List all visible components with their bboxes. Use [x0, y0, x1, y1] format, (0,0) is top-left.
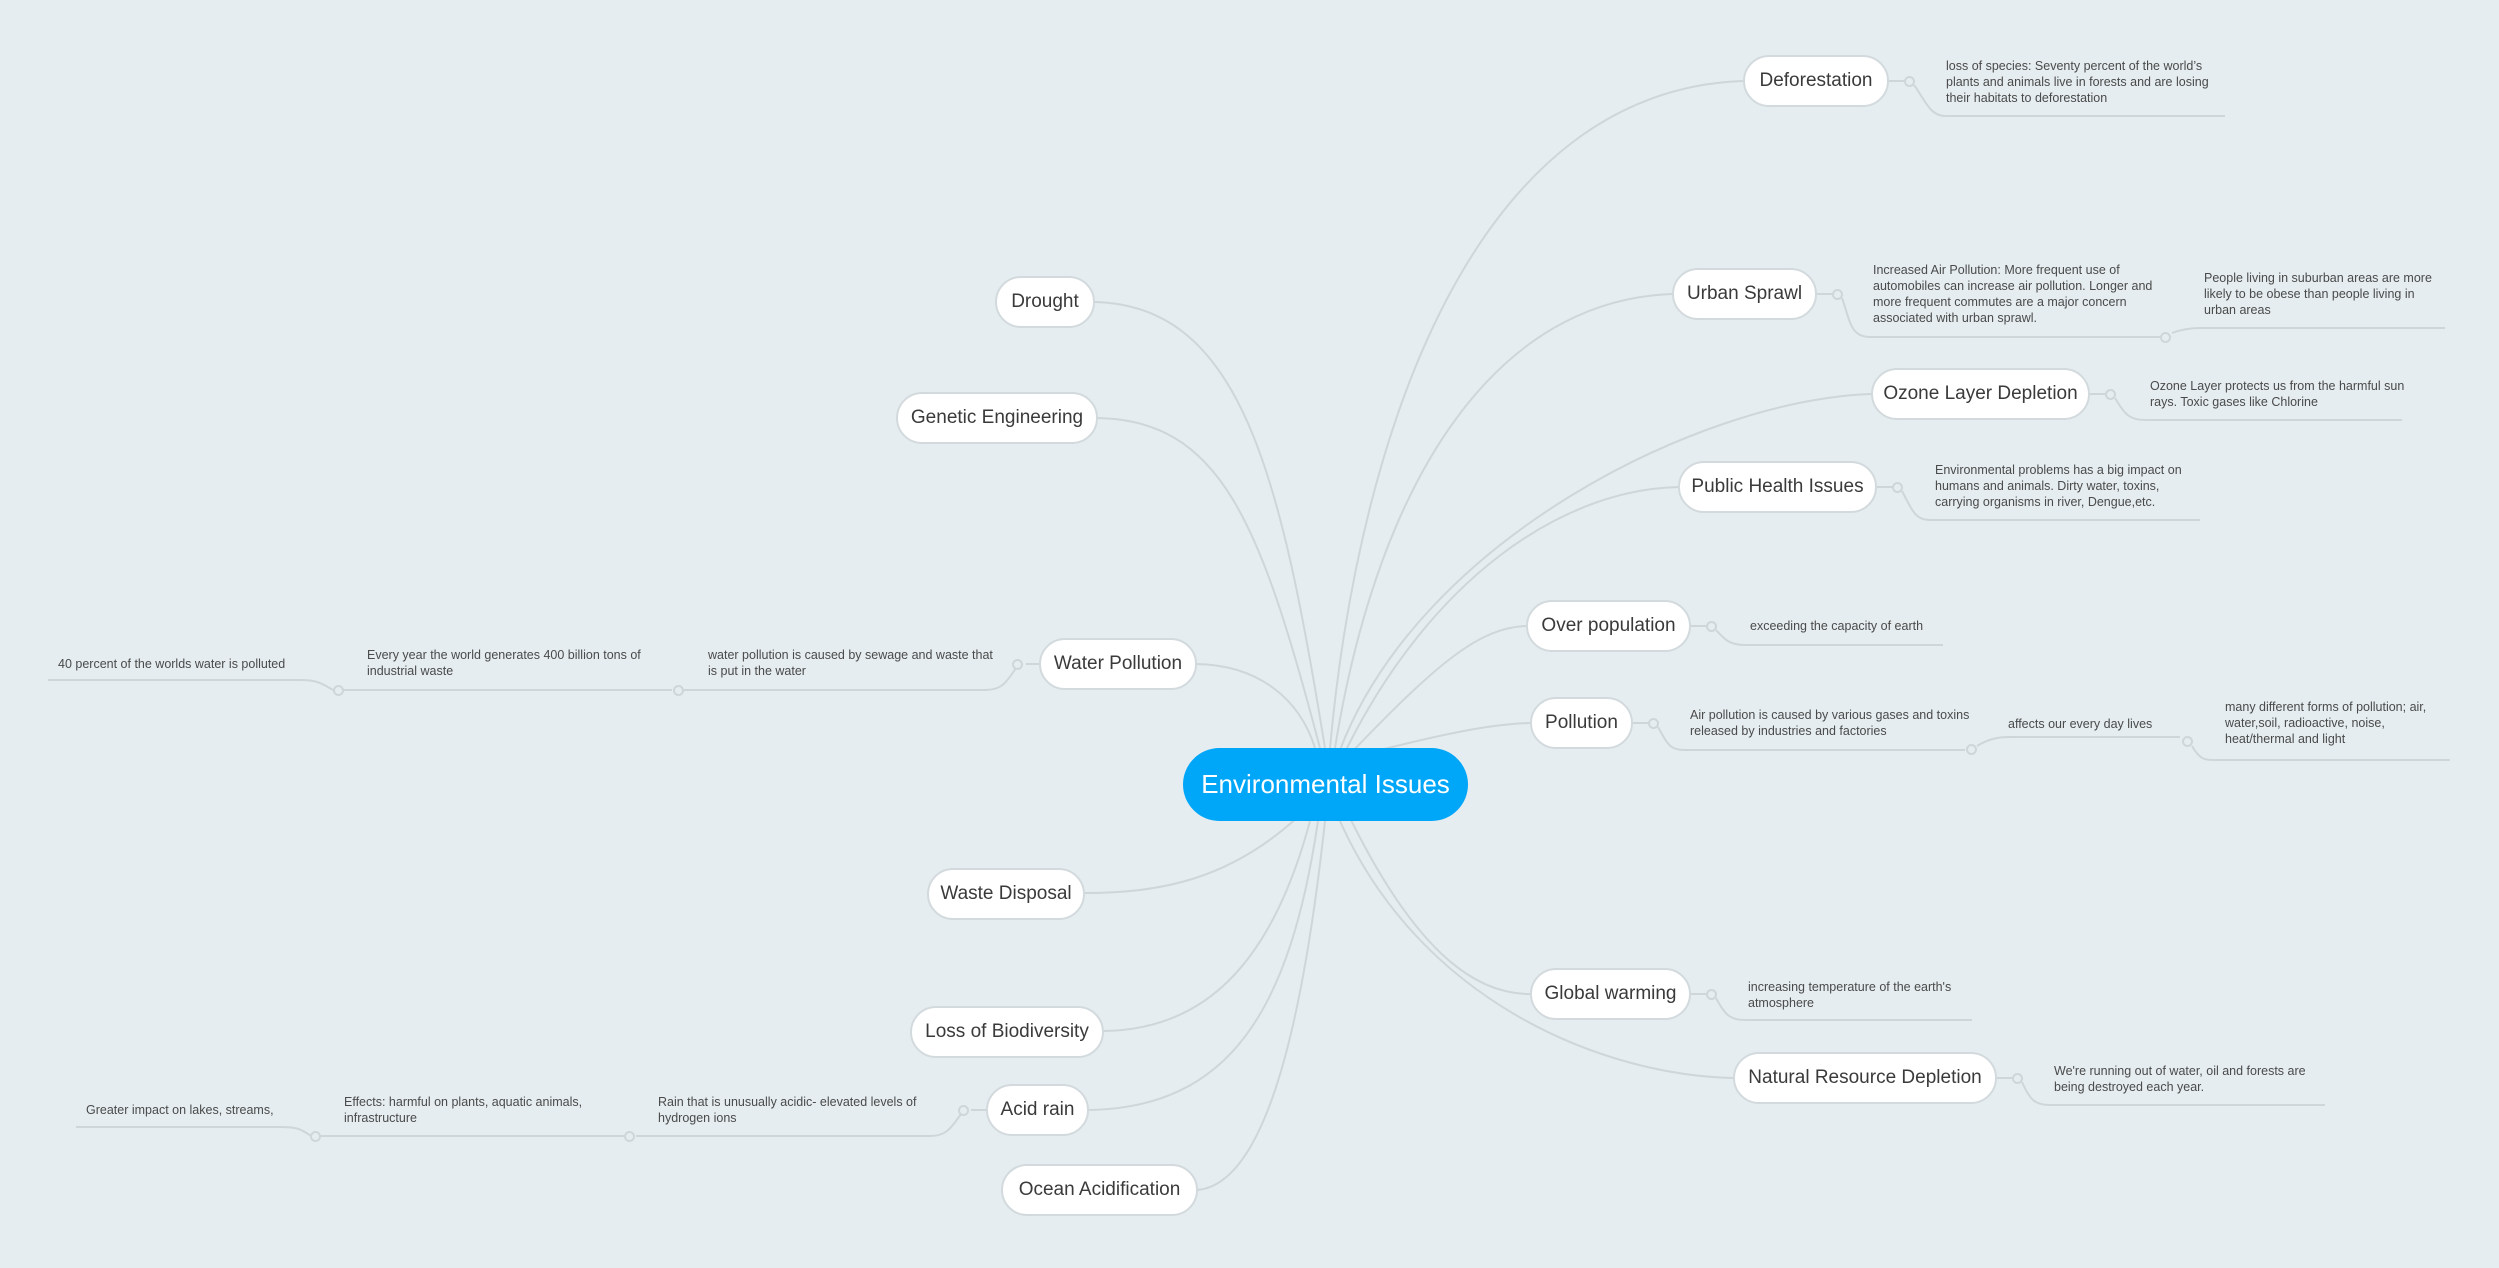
note-pollution-3: many different forms of pollution; air, …	[2225, 700, 2427, 746]
collapse-toggle[interactable]	[333, 685, 344, 696]
collapse-toggle[interactable]	[310, 1131, 321, 1142]
collapse-toggle[interactable]	[2105, 389, 2116, 400]
collapse-toggle[interactable]	[1706, 621, 1717, 632]
topic-genetic-engineering[interactable]: Genetic Engineering	[896, 392, 1098, 444]
topic-ocean-acidification[interactable]: Ocean Acidification	[1001, 1164, 1198, 1216]
collapse-toggle[interactable]	[1832, 289, 1843, 300]
note-global-warming-1: increasing temperature of the earth's at…	[1748, 980, 1952, 1010]
collapse-toggle[interactable]	[2012, 1073, 2023, 1084]
note-acid-rain-1: Rain that is unusually acidic- elevated …	[658, 1095, 917, 1125]
topic-waste-disposal[interactable]: Waste Disposal	[927, 868, 1085, 920]
note-water-pollution-2: Every year the world generates 400 billi…	[367, 648, 641, 678]
topic-deforestation[interactable]: Deforestation	[1743, 55, 1889, 107]
note-deforestation-1: loss of species: Seventy percent of the …	[1946, 59, 2209, 105]
collapse-toggle[interactable]	[1012, 659, 1023, 670]
collapse-toggle[interactable]	[1904, 76, 1915, 87]
topic-pollution[interactable]: Pollution	[1530, 697, 1633, 749]
topic-drought[interactable]: Drought	[995, 276, 1095, 328]
note-water-pollution-1: water pollution is caused by sewage and …	[708, 648, 993, 678]
topic-global-warming[interactable]: Global warming	[1530, 968, 1691, 1020]
note-natural-resource-1: We're running out of water, oil and fore…	[2054, 1064, 2306, 1094]
collapse-toggle[interactable]	[1892, 482, 1903, 493]
topic-natural-resource-depletion[interactable]: Natural Resource Depletion	[1733, 1052, 1997, 1104]
note-water-pollution-3: 40 percent of the worlds water is pollut…	[58, 657, 286, 671]
topic-over-population[interactable]: Over population	[1526, 600, 1691, 652]
topic-loss-of-biodiversity[interactable]: Loss of Biodiversity	[910, 1006, 1104, 1058]
note-ozone-1: Ozone Layer protects us from the harmful…	[2150, 379, 2405, 409]
note-urban-sprawl-2: People living in suburban areas are more…	[2204, 271, 2432, 317]
collapse-toggle[interactable]	[1648, 718, 1659, 729]
note-urban-sprawl-1: Increased Air Pollution: More frequent u…	[1873, 263, 2153, 325]
topic-acid-rain[interactable]: Acid rain	[986, 1084, 1089, 1136]
note-acid-rain-2: Effects: harmful on plants, aquatic anim…	[344, 1095, 583, 1125]
collapse-toggle[interactable]	[624, 1131, 635, 1142]
note-acid-rain-3: Greater impact on lakes, streams,	[86, 1103, 274, 1117]
note-pollution-1: Air pollution is caused by various gases…	[1690, 708, 1970, 738]
collapse-toggle[interactable]	[2182, 736, 2193, 747]
topic-ozone-layer-depletion[interactable]: Ozone Layer Depletion	[1871, 368, 2090, 420]
collapse-toggle[interactable]	[2160, 332, 2171, 343]
note-over-population-1: exceeding the capacity of earth	[1750, 619, 1924, 633]
topic-urban-sprawl[interactable]: Urban Sprawl	[1672, 268, 1817, 320]
note-pollution-2: affects our every day lives	[2008, 717, 2153, 731]
collapse-toggle[interactable]	[1966, 744, 1977, 755]
collapse-toggle[interactable]	[958, 1105, 969, 1116]
topic-public-health-issues[interactable]: Public Health Issues	[1678, 461, 1877, 513]
collapse-toggle[interactable]	[673, 685, 684, 696]
note-public-health-1: Environmental problems has a big impact …	[1935, 463, 2182, 509]
central-topic[interactable]: Environmental Issues	[1183, 748, 1468, 821]
collapse-toggle[interactable]	[1706, 989, 1717, 1000]
topic-water-pollution[interactable]: Water Pollution	[1039, 638, 1197, 690]
